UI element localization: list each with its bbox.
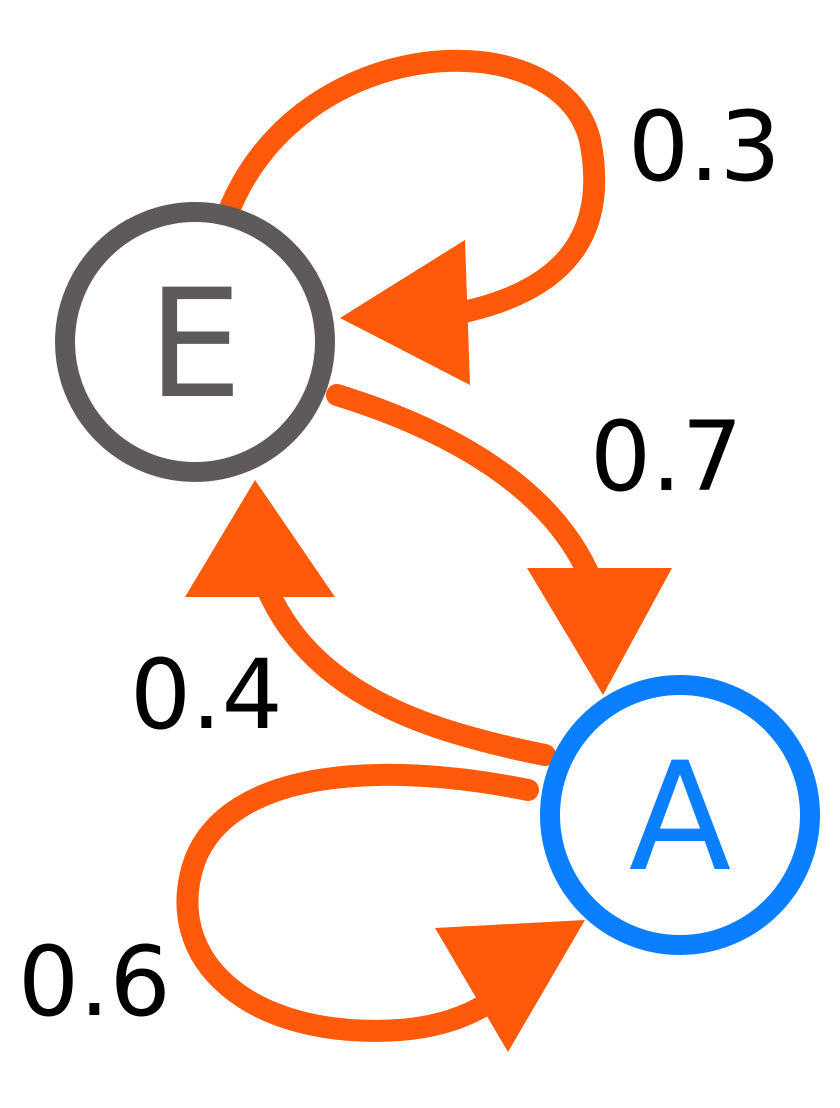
edge-a-to-a-arrowhead xyxy=(435,920,585,1052)
edge-a-to-e-line xyxy=(249,559,556,766)
edge-e-to-a xyxy=(326,384,672,695)
node-a-label: A xyxy=(629,731,732,905)
node-e-circle xyxy=(55,202,335,482)
edge-a-to-e-arrowhead xyxy=(185,480,335,597)
edge-e-to-a-line xyxy=(326,384,606,601)
edge-a-to-a xyxy=(176,763,585,1052)
edge-e-to-a-arrowhead xyxy=(527,568,672,695)
edge-e-to-e-arrowhead xyxy=(340,240,470,385)
node-a: A xyxy=(540,675,820,955)
edge-a-to-a-probability: 0.6 xyxy=(18,926,171,1038)
edge-e-to-e-line xyxy=(217,49,606,329)
edge-e-to-e-probability: 0.3 xyxy=(628,91,781,203)
edge-e-to-a-probability: 0.7 xyxy=(590,401,743,513)
node-e-label: E xyxy=(148,258,243,432)
node-a-circle xyxy=(540,675,820,955)
edge-a-to-a-line xyxy=(176,763,539,1042)
node-e: E xyxy=(55,202,335,482)
edge-a-to-e-probability: 0.4 xyxy=(130,639,283,751)
edge-a-to-e xyxy=(185,480,556,766)
edge-e-to-e xyxy=(217,49,606,385)
